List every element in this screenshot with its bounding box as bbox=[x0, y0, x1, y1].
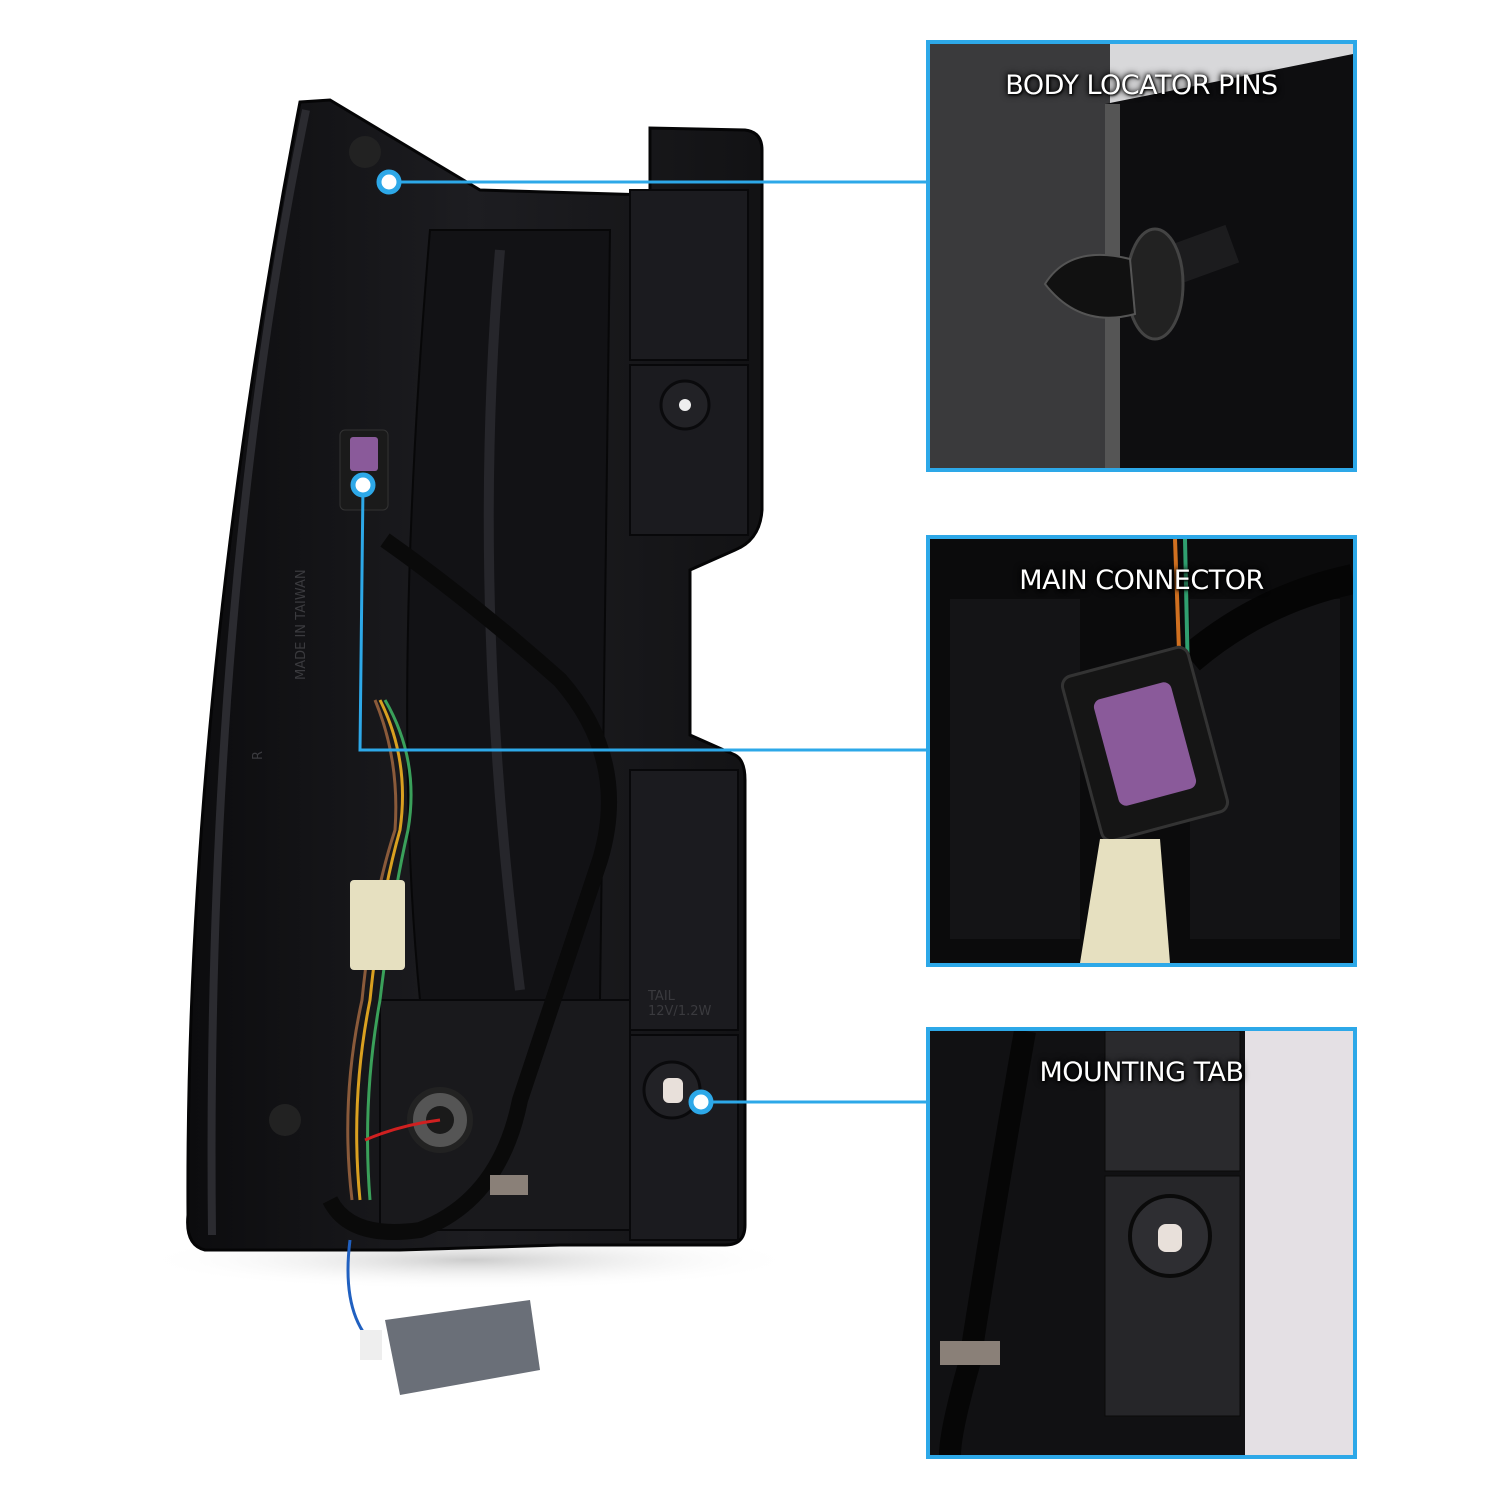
callout-dot bbox=[688, 1089, 714, 1115]
molded-tail: TAIL bbox=[647, 989, 676, 1004]
molded-rating: 12V/1.2W bbox=[648, 1004, 711, 1019]
callout-panel-body-locator-pins: BODY LOCATOR PINS bbox=[926, 40, 1357, 472]
molded-made-in: MADE IN TAIWAN bbox=[294, 569, 309, 680]
molded-side-mark: R bbox=[251, 751, 266, 760]
leader-line-locator-pins bbox=[376, 169, 926, 195]
locator-pin-closeup bbox=[930, 44, 1353, 468]
callout-label: MOUNTING TAB bbox=[1039, 1057, 1244, 1088]
leader-line-mounting-tab bbox=[688, 1089, 926, 1115]
callout-dot bbox=[376, 169, 402, 195]
main-connector-closeup bbox=[930, 539, 1353, 963]
callout-label: BODY LOCATOR PINS bbox=[1005, 70, 1278, 101]
callout-panel-main-connector: MAIN CONNECTOR bbox=[926, 535, 1357, 967]
callout-dot bbox=[350, 472, 376, 498]
callout-label: MAIN CONNECTOR bbox=[1019, 565, 1264, 596]
mounting-tab-closeup bbox=[930, 1031, 1353, 1455]
leader-line-main-connector bbox=[350, 472, 926, 752]
callout-panel-mounting-tab: MOUNTING TAB bbox=[926, 1027, 1357, 1459]
